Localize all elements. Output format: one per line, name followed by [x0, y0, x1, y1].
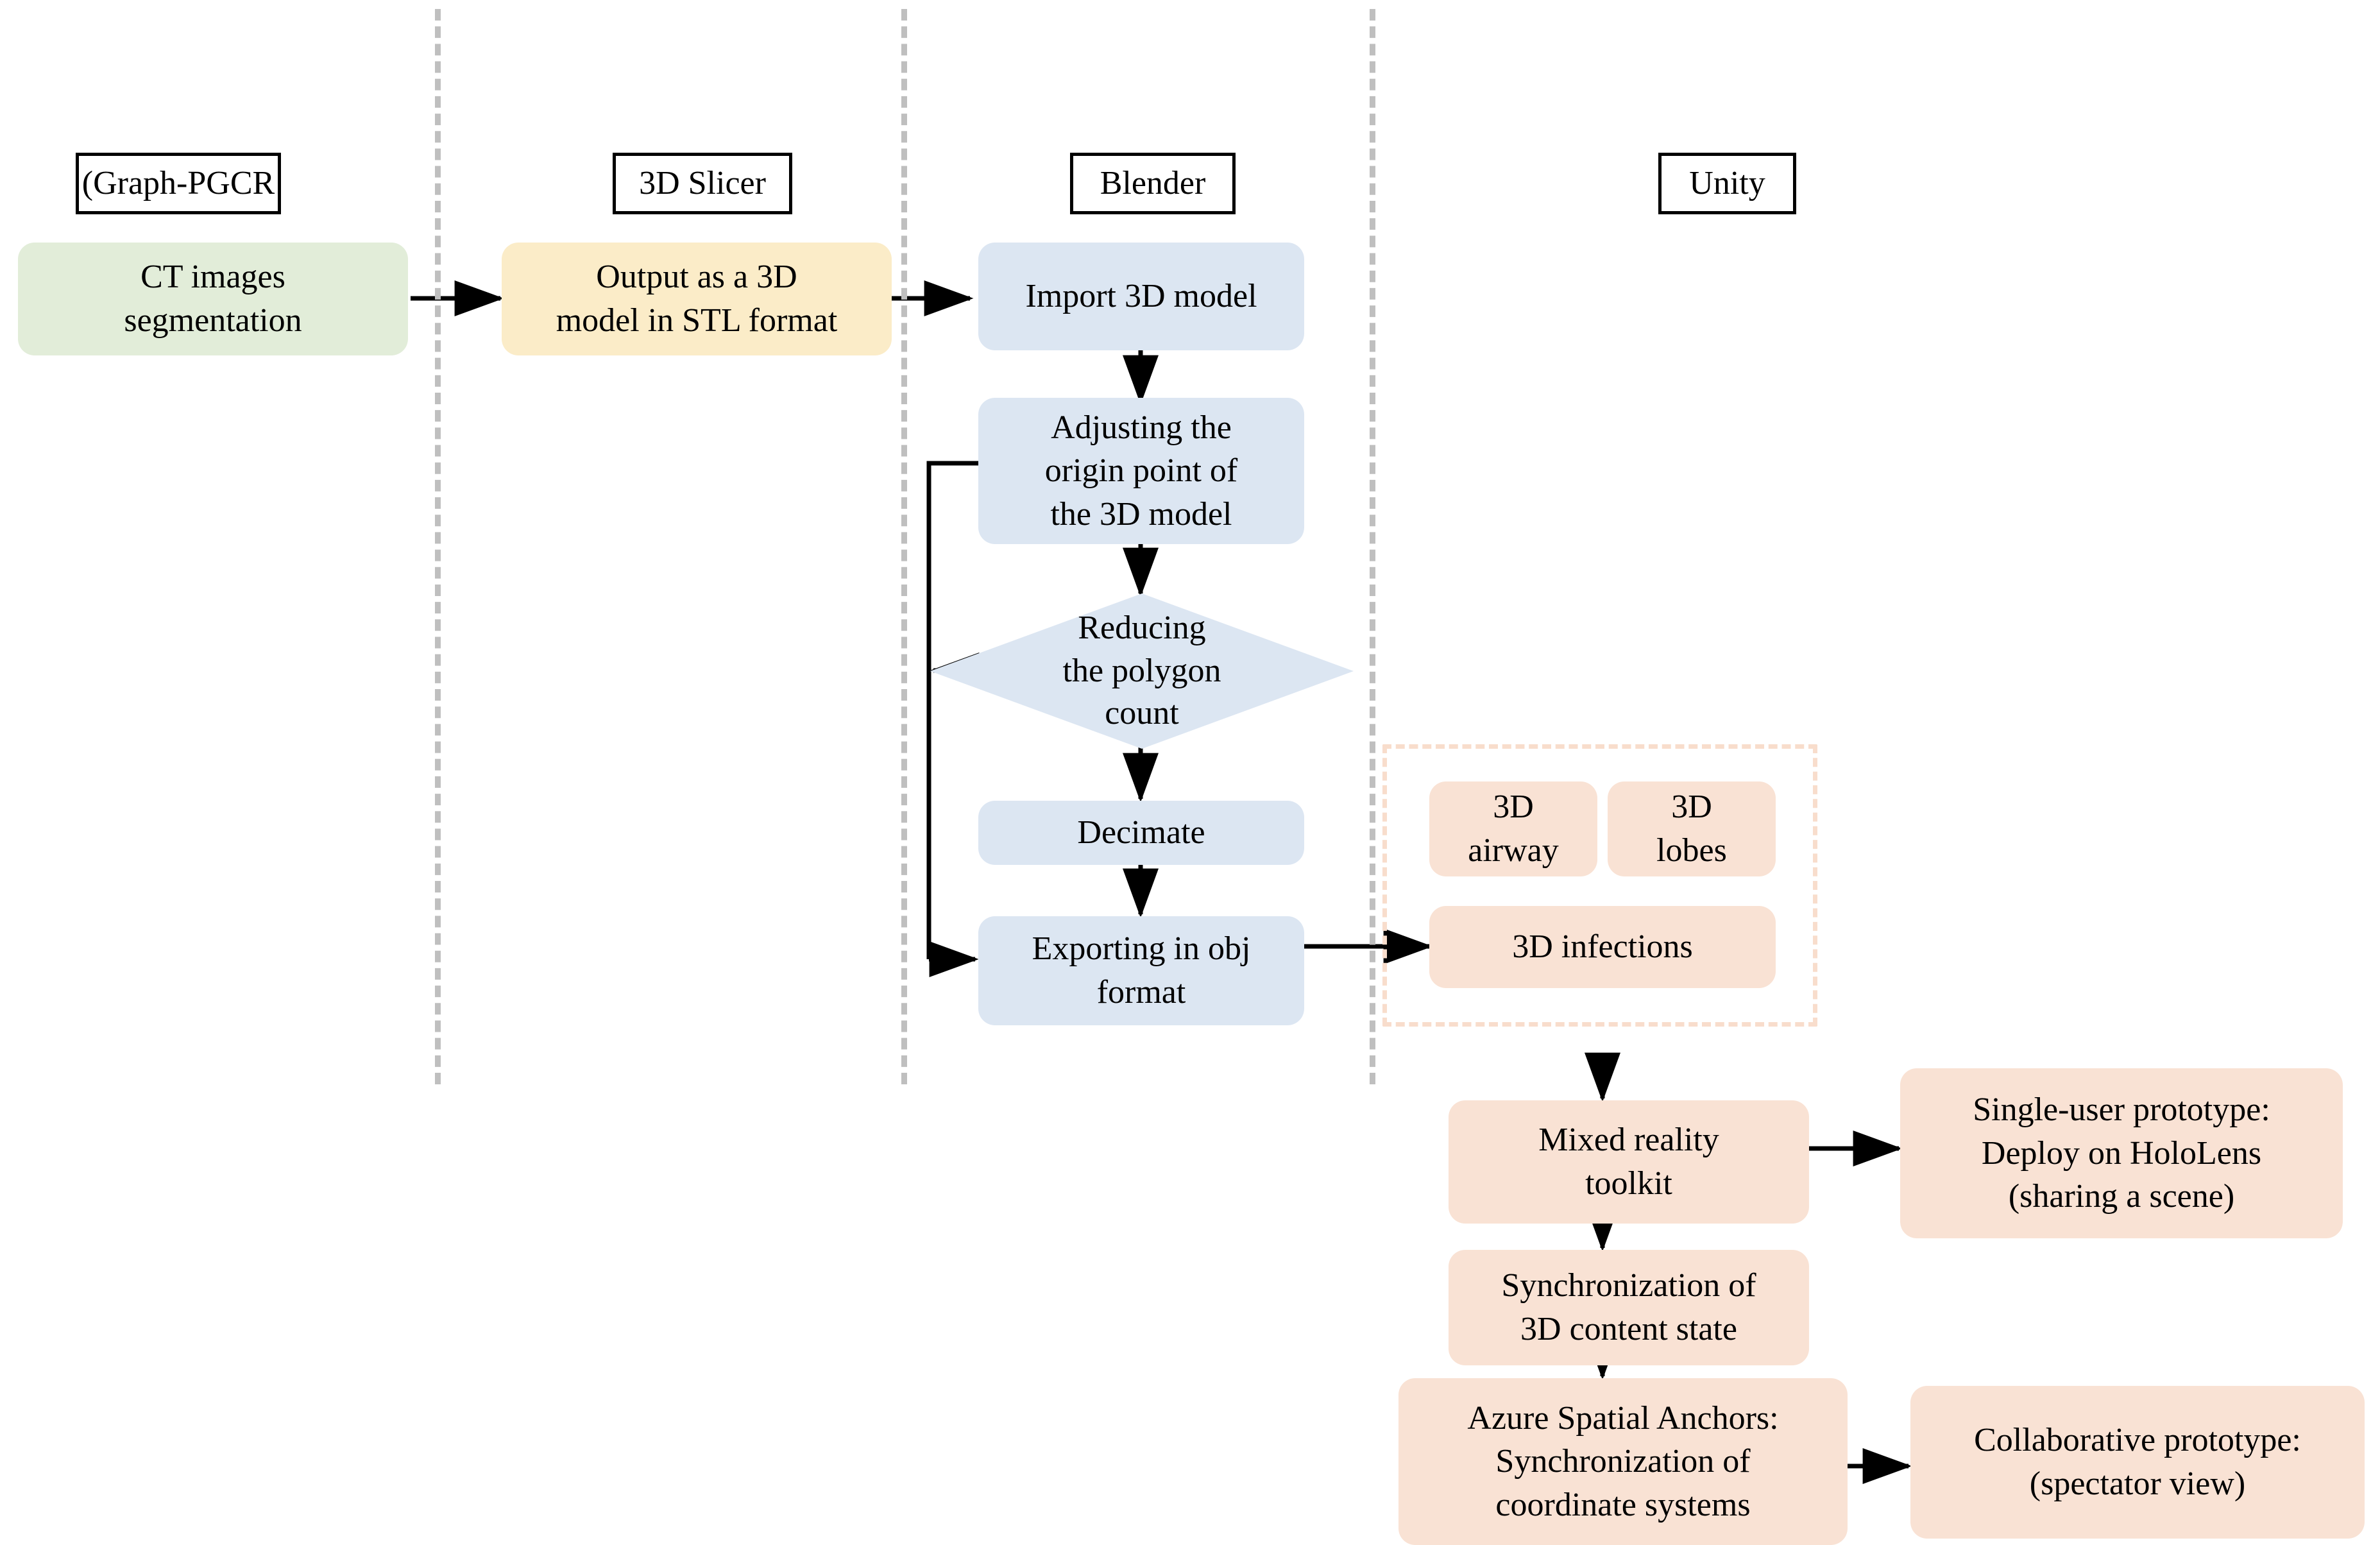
node-decimate[interactable]: Decimate: [978, 801, 1304, 865]
diamond-shape: [930, 593, 1354, 749]
group-frame-3d-assets: [1382, 744, 1817, 1027]
lane-separator-2: [901, 9, 907, 1084]
node-label: 3D infections: [1512, 928, 1693, 966]
lane-title-3d-slicer: 3D Slicer: [613, 153, 792, 214]
lane-title-text: 3D Slicer: [639, 165, 766, 202]
node-azure-spatial-anchors[interactable]: Azure Spatial Anchors:Synchronization of…: [1398, 1378, 1848, 1545]
lane-separator-3: [1370, 9, 1375, 1084]
node-label: Azure Spatial Anchors:Synchronization of…: [1467, 1399, 1779, 1523]
node-label: Single-user prototype:Deploy on HoloLens…: [1973, 1091, 2270, 1215]
lane-title-unity: Unity: [1658, 153, 1796, 214]
node-single-user-prototype[interactable]: Single-user prototype:Deploy on HoloLens…: [1900, 1068, 2343, 1238]
lane-title-blender: Blender: [1070, 153, 1236, 214]
node-label: Import 3D model: [1025, 278, 1257, 315]
lane-title-text: Unity: [1689, 165, 1765, 202]
node-import-3d-model[interactable]: Import 3D model: [978, 243, 1304, 350]
lane-separator-1: [435, 9, 441, 1084]
node-label: Collaborative prototype:(spectator view): [1974, 1422, 2301, 1502]
lane-title-text: Blender: [1100, 165, 1206, 202]
node-3d-infections[interactable]: 3D infections: [1429, 906, 1776, 988]
lane-title-text: (Graph-PGCR: [81, 165, 275, 202]
lane-title-graph-pgcr: (Graph-PGCR: [76, 153, 281, 214]
node-label: Decimate: [1077, 814, 1205, 851]
node-collaborative-prototype[interactable]: Collaborative prototype:(spectator view): [1910, 1386, 2365, 1539]
